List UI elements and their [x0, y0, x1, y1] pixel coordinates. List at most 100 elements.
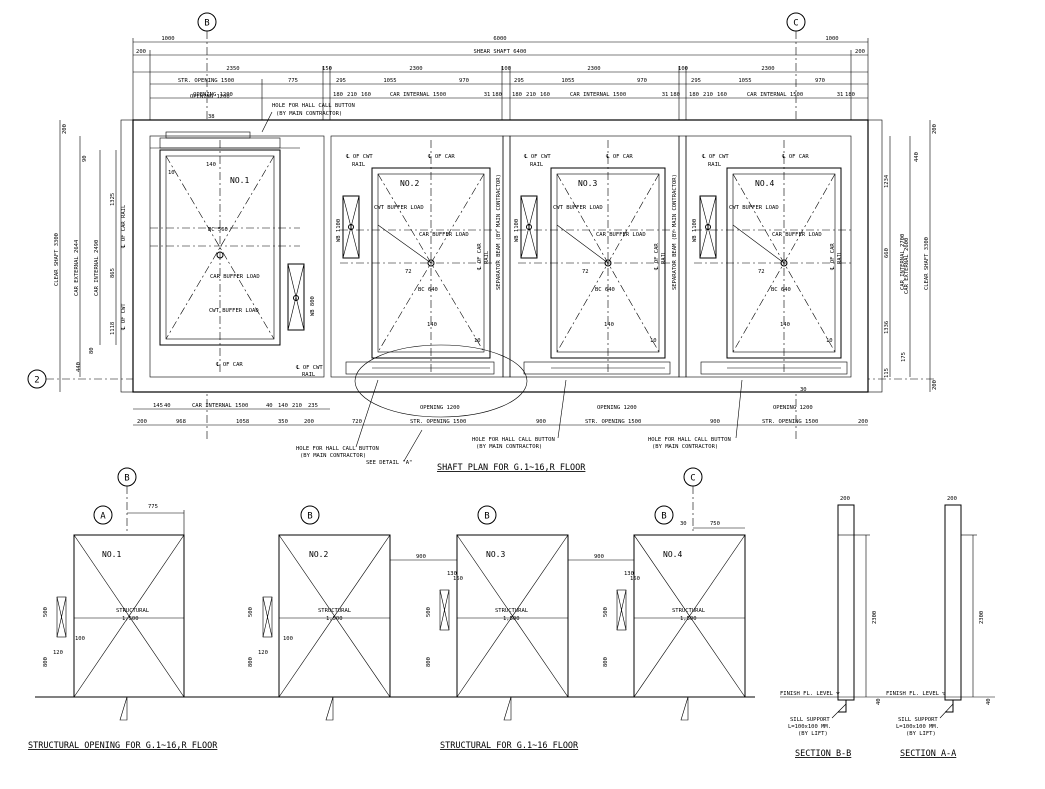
svg-text:OPENING 1200: OPENING 1200 [420, 405, 460, 411]
svg-text:WB 1100: WB 1100 [336, 219, 342, 242]
svg-text:120: 120 [53, 650, 63, 656]
svg-text:160: 160 [453, 576, 463, 582]
svg-text:1058: 1058 [236, 419, 249, 425]
svg-text:200: 200 [304, 419, 314, 425]
svg-text:900: 900 [416, 554, 426, 560]
svg-text:500: 500 [426, 607, 432, 617]
svg-text:BC 560: BC 560 [208, 227, 228, 233]
svg-text:WB 1100: WB 1100 [692, 219, 698, 242]
svg-text:1325: 1325 [110, 193, 116, 206]
svg-text:SECTION B-B: SECTION B-B [795, 749, 851, 759]
svg-text:BC 640: BC 640 [595, 287, 615, 293]
svg-text:31: 31 [484, 92, 491, 98]
svg-text:160: 160 [630, 576, 640, 582]
svg-text:CAR INTERNAL 2700: CAR INTERNAL 2700 [900, 234, 906, 290]
svg-text:1055: 1055 [561, 78, 574, 84]
svg-text:2300: 2300 [979, 611, 985, 624]
svg-text:500: 500 [603, 607, 609, 617]
svg-text:1,500: 1,500 [503, 616, 520, 622]
svg-text:B: B [661, 512, 666, 522]
svg-text:B: B [124, 474, 129, 484]
svg-text:200: 200 [62, 124, 68, 134]
elevation-title-1: STRUCTURAL OPENING FOR G.1~16,R FLOOR [28, 741, 218, 751]
svg-text:800: 800 [603, 657, 609, 667]
top-dimension-strings: 1000 6000 1000 200 SHEAR SHAFT 6400 200 … [132, 36, 869, 120]
svg-text:72: 72 [758, 269, 765, 275]
detail-a-callout [354, 344, 528, 418]
svg-text:SHEAR SHAFT 6400: SHEAR SHAFT 6400 [474, 49, 527, 55]
svg-text:72: 72 [582, 269, 589, 275]
svg-text:STRUCTURAL: STRUCTURAL [495, 608, 529, 614]
svg-text:OPENING 1200: OPENING 1200 [193, 92, 233, 98]
svg-text:150: 150 [322, 66, 332, 72]
svg-text:1055: 1055 [738, 78, 751, 84]
svg-text:800: 800 [43, 657, 49, 667]
svg-text:FINISH FL. LEVEL ▽: FINISH FL. LEVEL ▽ [780, 691, 840, 697]
svg-text:1055: 1055 [383, 78, 396, 84]
svg-text:500: 500 [248, 607, 254, 617]
svg-text:295: 295 [336, 78, 346, 84]
plan-right-dimensions: CLEAR SHAFT 3300 CAR EXTERNAL 2600 CAR I… [884, 120, 938, 392]
svg-text:31: 31 [837, 92, 844, 98]
svg-text:B: B [307, 512, 312, 522]
shaft-plan: SEPARATOR BEAM (BY MAIN CONTRACTOR) SEPA… [120, 94, 883, 418]
svg-text:HOLE FOR HALL CALL BUTTON: HOLE FOR HALL CALL BUTTON [296, 446, 379, 452]
svg-text:℄ OF CWT: ℄ OF CWT [121, 303, 127, 331]
svg-text:STR. OPENING 1500: STR. OPENING 1500 [585, 419, 641, 425]
svg-text:500: 500 [43, 607, 49, 617]
svg-text:RAIL: RAIL [484, 250, 490, 264]
svg-text:1336: 1336 [884, 321, 890, 334]
svg-text:(BY MAIN CONTRACTOR): (BY MAIN CONTRACTOR) [476, 444, 542, 450]
svg-text:140: 140 [427, 322, 437, 328]
svg-text:100: 100 [678, 66, 688, 72]
svg-text:140: 140 [206, 162, 216, 168]
svg-text:40: 40 [876, 698, 882, 705]
section-a-a: 200 2300 FINISH FL. LEVEL ▽ 40 SILL SUPP… [885, 496, 995, 759]
svg-text:RAIL: RAIL [302, 372, 316, 378]
svg-text:200: 200 [136, 49, 146, 55]
svg-text:STR. OPENING 1500: STR. OPENING 1500 [178, 78, 234, 84]
svg-text:OPENING 1200: OPENING 1200 [597, 405, 637, 411]
svg-text:40: 40 [986, 698, 992, 705]
svg-text:1,500: 1,500 [122, 616, 139, 622]
svg-text:(BY LIFT): (BY LIFT) [798, 731, 828, 737]
svg-text:440: 440 [76, 362, 82, 372]
svg-text:2300: 2300 [409, 66, 422, 72]
hall-call-note-top: HOLE FOR HALL CALL BUTTON (BY MAIN CONTR… [261, 103, 355, 133]
svg-text:NO.1: NO.1 [230, 176, 249, 185]
svg-text:CAR BUFFER LOAD: CAR BUFFER LOAD [596, 232, 646, 238]
svg-text:440: 440 [914, 152, 920, 162]
svg-text:℄ OF CAR RAIL: ℄ OF CAR RAIL [121, 204, 127, 249]
svg-text:NO.2: NO.2 [309, 550, 328, 559]
svg-text:WB 1100: WB 1100 [514, 219, 520, 242]
svg-text:CAR INTERNAL 1500: CAR INTERNAL 1500 [390, 92, 446, 98]
svg-text:200: 200 [858, 419, 868, 425]
svg-text:900: 900 [710, 419, 720, 425]
svg-text:STRUCTURAL: STRUCTURAL [672, 608, 706, 614]
svg-text:2300: 2300 [761, 66, 774, 72]
svg-text:130: 130 [447, 571, 457, 577]
svg-text:180: 180 [333, 92, 343, 98]
svg-text:210: 210 [292, 403, 302, 409]
svg-text:175: 175 [901, 352, 907, 362]
svg-text:210: 210 [347, 92, 357, 98]
svg-text:(BY MAIN CONTRACTOR): (BY MAIN CONTRACTOR) [276, 111, 342, 117]
svg-text:800: 800 [426, 657, 432, 667]
svg-text:CAR INTERNAL 1500: CAR INTERNAL 1500 [747, 92, 803, 98]
svg-text:1,500: 1,500 [326, 616, 343, 622]
svg-text:L=100x100 MM.: L=100x100 MM. [896, 724, 939, 730]
svg-text:(BY LIFT): (BY LIFT) [906, 731, 936, 737]
svg-text:100: 100 [75, 636, 85, 642]
svg-text:STRUCTURAL: STRUCTURAL [318, 608, 352, 614]
svg-text:L=100x100 MM.: L=100x100 MM. [788, 724, 831, 730]
svg-text:72: 72 [405, 269, 412, 275]
svg-text:120: 120 [258, 650, 268, 656]
svg-text:B: B [484, 512, 489, 522]
car-no1: NO.1 BC 560 CAR BUFFER LOAD CWT BUFFER L… [150, 94, 323, 378]
svg-text:STRUCTURAL: STRUCTURAL [116, 608, 150, 614]
svg-text:℄ OF CWT: ℄ OF CWT [295, 365, 323, 371]
svg-text:RAIL: RAIL [837, 250, 843, 264]
svg-text:200: 200 [840, 496, 850, 502]
svg-text:CAR INTERNAL 1500: CAR INTERNAL 1500 [570, 92, 626, 98]
svg-text:A: A [100, 512, 106, 522]
